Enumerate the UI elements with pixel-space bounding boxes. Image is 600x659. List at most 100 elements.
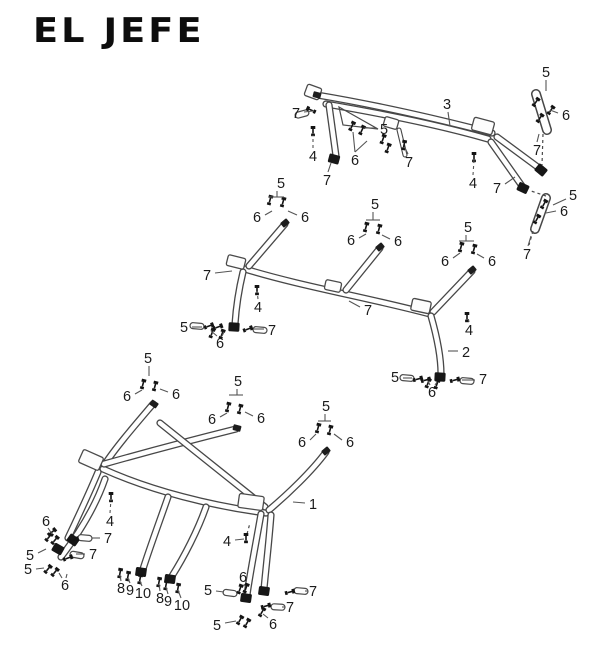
assembly-1-front-cage-section [57, 400, 330, 599]
bolt-fastener [208, 327, 216, 339]
leader-line [177, 589, 182, 599]
callout-label-8: 8 [117, 581, 125, 597]
leader-line [264, 210, 273, 216]
callout-label-4: 4 [309, 149, 317, 165]
leader-line [303, 110, 314, 113]
bolt-fastener [362, 221, 370, 233]
callout-label-5: 5 [391, 370, 399, 386]
callout-label-4: 4 [465, 323, 473, 339]
leader-line [47, 527, 53, 535]
leader-line [65, 573, 68, 579]
leader-line [472, 159, 475, 176]
callout-label-7: 7 [364, 303, 372, 319]
callout-label-5: 5 [569, 188, 577, 204]
callout-label-2: 2 [462, 345, 470, 361]
clamp-sleeve [77, 533, 93, 543]
callout-label-1: 1 [309, 497, 317, 513]
bolt-fastener [151, 380, 159, 392]
leader-line [327, 162, 332, 173]
leader-line [504, 176, 516, 185]
callout-label-4: 4 [223, 534, 231, 550]
callout-label-5: 5 [26, 548, 34, 564]
callout-label-9: 9 [126, 583, 134, 599]
callout-label-6: 6 [346, 435, 354, 451]
leader-line [244, 411, 254, 417]
mount-foot [228, 322, 240, 332]
clamp-sleeve [189, 321, 205, 331]
callout-label-5: 5 [322, 399, 330, 415]
leader-line [287, 210, 298, 216]
clamp-bracket [78, 449, 104, 471]
callout-label-10: 10 [135, 586, 151, 602]
leader-line [119, 574, 122, 582]
leader-line [354, 140, 368, 153]
callout-label-7: 7 [104, 531, 112, 547]
bolt-fastener [236, 403, 244, 415]
leader-line [333, 433, 343, 441]
leader-line [234, 538, 245, 541]
clamp-bracket [410, 297, 432, 315]
callout-label-6: 6 [301, 210, 309, 226]
leader-line [58, 572, 63, 579]
callout-label-6: 6 [394, 234, 402, 250]
clamp-sleeve [252, 325, 268, 335]
callout-label-7: 7 [493, 181, 501, 197]
callout-label-6: 6 [269, 617, 277, 633]
leader-line [35, 567, 45, 570]
bolt-fastener [243, 533, 249, 544]
callout-label-6: 6 [123, 389, 131, 405]
callout-label-4: 4 [254, 300, 262, 316]
leader-line [467, 316, 470, 323]
leader-line [476, 253, 485, 259]
leader-line [219, 412, 228, 418]
callout-label-5: 5 [144, 351, 152, 367]
bolt-fastener [375, 223, 383, 235]
leader-line [134, 389, 143, 395]
callout-label-6: 6 [428, 385, 436, 401]
bolt-fastener [279, 196, 287, 208]
leader-line [381, 234, 391, 240]
callout-label-8: 8 [156, 591, 164, 607]
bolt-fastener [457, 241, 465, 253]
leader-line [452, 252, 461, 259]
bolt-fastener [314, 422, 322, 434]
callout-label-7: 7 [292, 106, 300, 122]
callout-label-7: 7 [523, 247, 531, 263]
callout-label-5: 5 [204, 583, 212, 599]
leader-line [552, 198, 567, 206]
callout-label-7: 7 [533, 143, 541, 159]
clamp-bracket [470, 116, 496, 136]
callout-label-6: 6 [298, 435, 306, 451]
bolt-fastener [357, 124, 367, 136]
bolt-fastener [139, 378, 147, 390]
callout-label-7: 7 [309, 584, 317, 600]
bolt-fastener [310, 126, 316, 137]
leader-line [221, 331, 225, 337]
hardware-layer [42, 83, 556, 629]
bolt-fastener [235, 614, 245, 626]
callout-label-6: 6 [562, 108, 570, 124]
callout-label-5: 5 [213, 618, 221, 634]
bolt-fastener [174, 582, 182, 594]
leader-line [549, 109, 559, 114]
leader-line [165, 586, 169, 595]
leader-line [139, 580, 143, 587]
callout-label-7: 7 [479, 372, 487, 388]
bolt-fastener [384, 142, 392, 154]
callout-label-5: 5 [234, 374, 242, 390]
callout-label-4: 4 [106, 514, 114, 530]
bolt-fastener [242, 325, 254, 333]
leader-line [127, 577, 131, 584]
bolt-fastener [449, 376, 461, 384]
callout-label-6: 6 [208, 412, 216, 428]
bolt-fastener [242, 617, 252, 629]
bolt-fastener [254, 285, 260, 296]
callout-label-5: 5 [464, 220, 472, 236]
callout-label-7: 7 [89, 547, 97, 563]
leader-line [243, 583, 246, 587]
mount-foot [239, 592, 253, 604]
clamp-bracket [323, 279, 343, 293]
